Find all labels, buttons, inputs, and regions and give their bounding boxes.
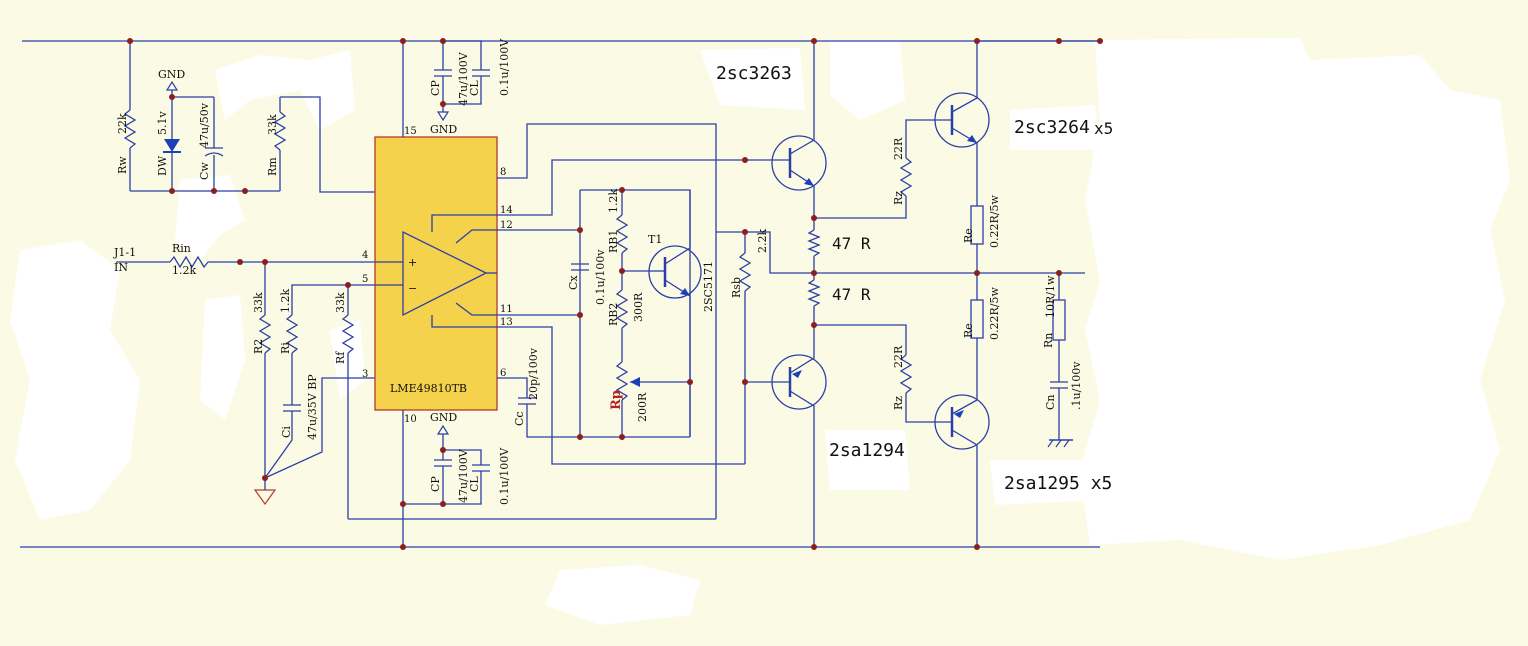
cl-value: 0.1u/100V xyxy=(498,447,511,505)
driver-bottom-part: 2sa1294 xyxy=(829,440,905,461)
pin-label: 12 xyxy=(500,220,513,231)
cw-name: Cw xyxy=(198,162,211,180)
pin-label: 4 xyxy=(362,250,368,261)
output-bottom-part: 2sa1295 x5 xyxy=(1004,473,1112,494)
junctions xyxy=(127,38,1103,550)
rn-name: Rn xyxy=(1042,333,1055,348)
t1-name: T1 xyxy=(648,233,662,246)
output-top-part: 2sc3264 xyxy=(1014,117,1090,138)
pin-label: 11 xyxy=(500,304,513,315)
rf-value: 33k xyxy=(334,292,347,313)
cc-value: 20p/100v xyxy=(527,347,540,400)
re-name: Re xyxy=(962,228,975,243)
input-label: IN xyxy=(114,261,128,274)
t1-part: 2SC5171 xyxy=(702,261,715,312)
rw-value: 22k xyxy=(116,113,129,134)
ci-value: 47u/35V BP xyxy=(306,374,319,440)
re-value: 0.22R/5w xyxy=(988,195,1001,248)
rz-value: 22R xyxy=(892,345,905,368)
cp-name: CP xyxy=(429,80,442,96)
svg-text:+: + xyxy=(408,256,417,269)
cw-value: 47u/50v xyxy=(198,102,211,148)
resistor-47r-label: 47 R xyxy=(832,234,871,253)
rin-value: 1.2k xyxy=(172,264,196,277)
r2-name: R2 xyxy=(252,339,265,354)
pin-label: 10 xyxy=(404,414,417,425)
dw-value: 5.1v xyxy=(156,111,169,135)
cn-value: .1u/100v xyxy=(1070,361,1083,410)
cp-value: 47u/100V xyxy=(457,448,470,503)
driver-top-part: 2sc3263 xyxy=(716,63,792,84)
cx-value: 0.1u/100v xyxy=(594,249,607,305)
cl-name: CL xyxy=(468,476,481,492)
rb1-name: RB1 xyxy=(607,230,620,253)
cc-name: Cc xyxy=(513,411,526,426)
cl-value: 0.1u/100V xyxy=(498,38,511,96)
rb1-value: 1.2k xyxy=(607,189,620,213)
svg-text:−: − xyxy=(408,282,417,295)
gnd-label: GND xyxy=(158,68,185,81)
cp-name: CP xyxy=(429,476,442,492)
rf-name: Rf xyxy=(334,351,347,364)
pin-label: 8 xyxy=(500,167,506,178)
rp-value: 200R xyxy=(636,392,649,422)
cx-name: Cx xyxy=(567,275,580,290)
output-top-qty: x5 xyxy=(1094,119,1113,138)
cp-value: 47u/100V xyxy=(457,51,470,106)
rsb-value: 2.2k xyxy=(756,229,769,253)
pin-label: 6 xyxy=(500,368,506,379)
resistor-47r-label: 47 R xyxy=(832,285,871,304)
rb2-name: RB2 xyxy=(607,303,620,326)
gnd-label: GND xyxy=(430,411,457,424)
dw-name: DW xyxy=(156,155,169,176)
rb2-value: 300R xyxy=(632,292,645,322)
rw-name: Rw xyxy=(116,156,129,174)
cl-name: CL xyxy=(468,80,481,96)
rsb-name: Rsb xyxy=(730,277,743,298)
pin-label: 5 xyxy=(362,274,368,285)
rin-name: Rin xyxy=(172,242,191,255)
rz-name: Rz xyxy=(892,396,905,410)
pin-label: 15 xyxy=(404,126,417,137)
ri-name: Ri xyxy=(279,342,292,354)
cn-name: Cn xyxy=(1044,394,1057,410)
connector-label: J1-1 xyxy=(113,246,136,259)
re-name: Re xyxy=(962,323,975,338)
ri-value: 1.2k xyxy=(279,289,292,313)
ic-part-label: LME49810TB xyxy=(390,382,467,395)
r2-value: 33k xyxy=(252,292,265,313)
rz-value: 22R xyxy=(892,137,905,160)
rp-name: Rp xyxy=(609,390,624,410)
gnd-label: GND xyxy=(430,123,457,136)
rn-value: 10R/1w xyxy=(1044,275,1057,318)
ic-body xyxy=(374,136,498,411)
rm-value: 33k xyxy=(266,114,279,135)
rz-name: Rz xyxy=(892,191,905,205)
pin-label: 3 xyxy=(362,369,368,380)
component-labels: GND GND GND Rw 22k DW 5.1v Cw 47u/50v Rm… xyxy=(113,38,1113,505)
erased-area xyxy=(10,38,1510,625)
re-value: 0.22R/5w xyxy=(988,287,1001,340)
pin-label: 14 xyxy=(500,205,513,216)
pin-label: 13 xyxy=(500,317,513,328)
rm-name: Rm xyxy=(266,157,279,176)
ci-name: Ci xyxy=(280,426,293,438)
